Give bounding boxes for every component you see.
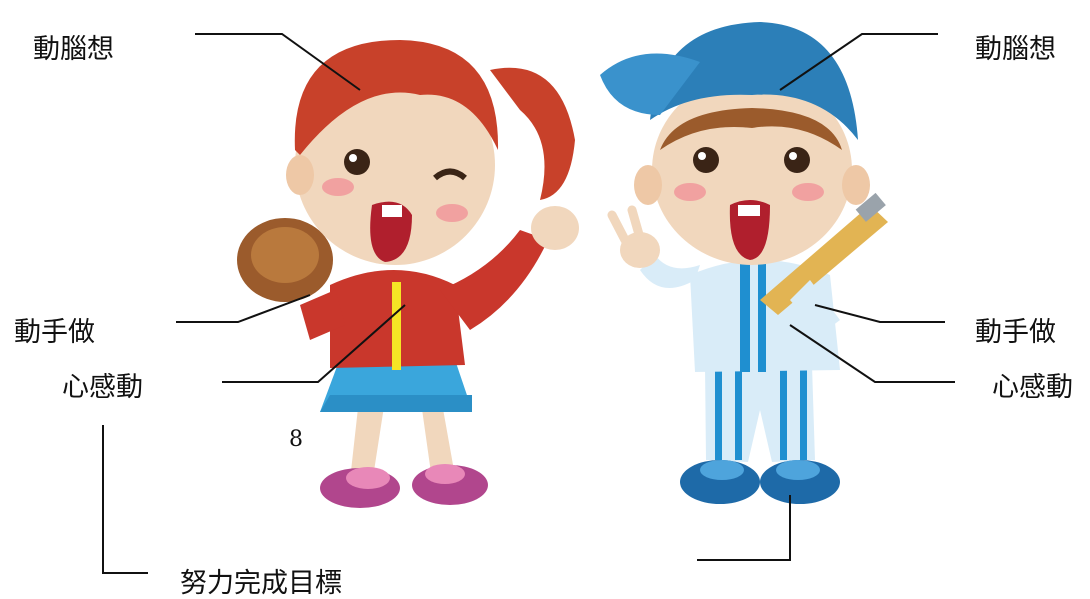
boy-cap [650, 22, 858, 140]
label-think-left: 動腦想 [33, 34, 114, 65]
boy-character [600, 22, 888, 504]
leader-goal-left [102, 425, 148, 574]
girl-arm-left [300, 290, 345, 340]
girl-hair [294, 40, 499, 155]
label-heart-right: 心感動 [992, 372, 1073, 403]
illustration [102, 22, 955, 574]
leader-think-right [779, 33, 938, 91]
leader-hands-left [176, 294, 311, 323]
baseball-bat [760, 205, 888, 315]
leader-heart-right [789, 324, 955, 383]
girl-legs [350, 390, 455, 484]
boy-pants [705, 365, 815, 462]
label-hands-left: 動手做 [14, 317, 95, 348]
label-heart-left: 心感動 [62, 372, 143, 403]
boy-arm-right [790, 280, 840, 335]
boy-arm-left [640, 255, 700, 288]
leader-think-left [195, 33, 361, 91]
girl-ponytail [490, 67, 575, 200]
leader-goal-right [697, 495, 791, 561]
label-think-right: 動腦想 [975, 34, 1056, 65]
label-hands-right: 動手做 [975, 317, 1056, 348]
leader-lines [102, 33, 955, 574]
girl-character [237, 40, 579, 508]
leader-hands-right [814, 304, 945, 323]
girl-arm-raised [440, 230, 548, 330]
leader-heart-left [222, 304, 406, 383]
page-number: 8 [289, 427, 303, 452]
